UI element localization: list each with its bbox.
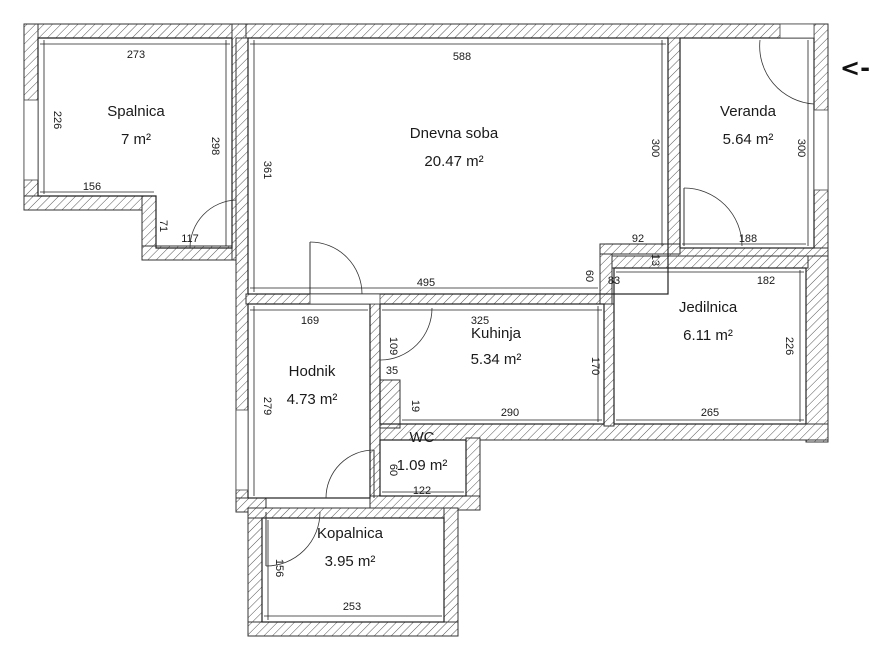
dim-label: 361 (261, 161, 273, 179)
room-area-veranda: 5.64 m² (723, 131, 774, 148)
windows (23, 23, 829, 491)
dim-label: 226 (783, 337, 795, 355)
doors (189, 39, 815, 567)
outline-jedilnica (613, 267, 807, 425)
room-name-hodnik: Hodnik (289, 363, 336, 380)
wall-top-main (245, 23, 829, 39)
room-area-hodnik: 4.73 m² (287, 391, 338, 408)
door-wc-arc (325, 449, 375, 499)
door-spalnica-arc (189, 199, 237, 249)
dim-label: 325 (471, 315, 489, 327)
window-spalnica (23, 99, 39, 181)
outline-hodnik (247, 303, 371, 499)
outline-kopalnica (261, 517, 445, 623)
room-name-veranda: Veranda (720, 103, 777, 120)
dim-label: 495 (417, 277, 435, 289)
wall-dnevna-veranda (667, 37, 681, 251)
room-area-jedilnica: 6.11 m² (683, 327, 733, 344)
window-hodnik (235, 409, 249, 491)
room-area-wc: 1.09 m² (397, 457, 448, 474)
wall-kopalnica-left (247, 507, 263, 637)
wall-kopalnica-bottom (247, 621, 459, 637)
room-labels: Spalnica 7 m² Dnevna soba 20.47 m² Veran… (107, 103, 776, 570)
outline-spalnica (37, 37, 233, 249)
dim-label: 60 (387, 464, 399, 476)
dim-label: 71 (157, 220, 169, 232)
dim-label: 156 (273, 559, 285, 577)
dim-label: 109 (387, 337, 399, 355)
wall-spalnica-bottom (23, 195, 151, 211)
dim-label: 122 (413, 485, 431, 497)
wall-right-jedilnica (805, 255, 829, 443)
outline-wc (379, 439, 467, 497)
room-name-dnevna: Dnevna soba (410, 125, 499, 142)
dim-label: 117 (181, 233, 199, 245)
room-area-kuhinja: 5.34 m² (471, 351, 522, 368)
dim-label: 92 (632, 233, 644, 245)
door-dnevna-arc (309, 241, 363, 295)
dim-label: 265 (701, 407, 719, 419)
dim-label: 13 (649, 254, 661, 266)
room-name-kuhinja: Kuhinja (471, 325, 522, 342)
dim-label: 300 (795, 139, 807, 157)
wall-spalnica-top (23, 23, 247, 39)
room-name-wc: WC (410, 429, 435, 446)
wall-jedilnica-top (611, 255, 809, 269)
room-area-spalnica: 7 m² (121, 131, 151, 148)
room-area-kopalnica: 3.95 m² (325, 553, 376, 570)
dim-label: 83 (608, 275, 620, 287)
door-kuhinja-arc (379, 307, 433, 361)
dim-label: 182 (757, 275, 775, 287)
dim-label: 169 (301, 315, 319, 327)
outline-kuhinja (379, 303, 605, 425)
wall-kopalnica-right (443, 507, 459, 637)
dim-label: 253 (343, 601, 361, 613)
door-veranda-dnevna-arc (683, 187, 743, 247)
dimension-lines (40, 40, 809, 620)
entry-arrow-icon: <- (840, 54, 870, 82)
wall-dnevna-bottom (245, 293, 611, 305)
dim-label: 279 (261, 397, 273, 415)
room-name-kopalnica: Kopalnica (317, 525, 384, 542)
dim-label: 298 (209, 137, 221, 155)
dim-label: 156 (83, 181, 101, 193)
room-name-jedilnica: Jedilnica (679, 299, 738, 316)
door-kopalnica-arc (265, 511, 321, 567)
window-dnevna-bottom (309, 293, 381, 305)
dim-label: 188 (739, 233, 757, 245)
dim-label: 290 (501, 407, 519, 419)
wall-closet (379, 379, 401, 429)
dim-label: 170 (589, 357, 601, 375)
wall-kitchen-bottom (375, 423, 829, 441)
door-veranda-arc (759, 39, 815, 105)
window-veranda-right (813, 109, 829, 191)
dim-label: 35 (386, 365, 398, 377)
wall-kopalnica-top (247, 507, 459, 519)
outline-dnevna (247, 37, 669, 295)
dim-label: 226 (51, 111, 63, 129)
dim-label: 300 (649, 139, 661, 157)
dim-label: 19 (409, 400, 421, 412)
wall-hodnik-kuhinja (369, 303, 381, 511)
dimension-labels: 273 226 298 156 71 117 588 361 495 300 3… (51, 49, 807, 613)
room-name-spalnica: Spalnica (107, 103, 165, 120)
dim-label: 588 (453, 51, 471, 63)
dim-label: 273 (127, 49, 145, 61)
wall-kuhinja-jedilnica (603, 303, 615, 427)
window-veranda-top (779, 23, 815, 39)
room-area-dnevna: 20.47 m² (424, 153, 483, 170)
dim-label: 60 (583, 270, 595, 282)
